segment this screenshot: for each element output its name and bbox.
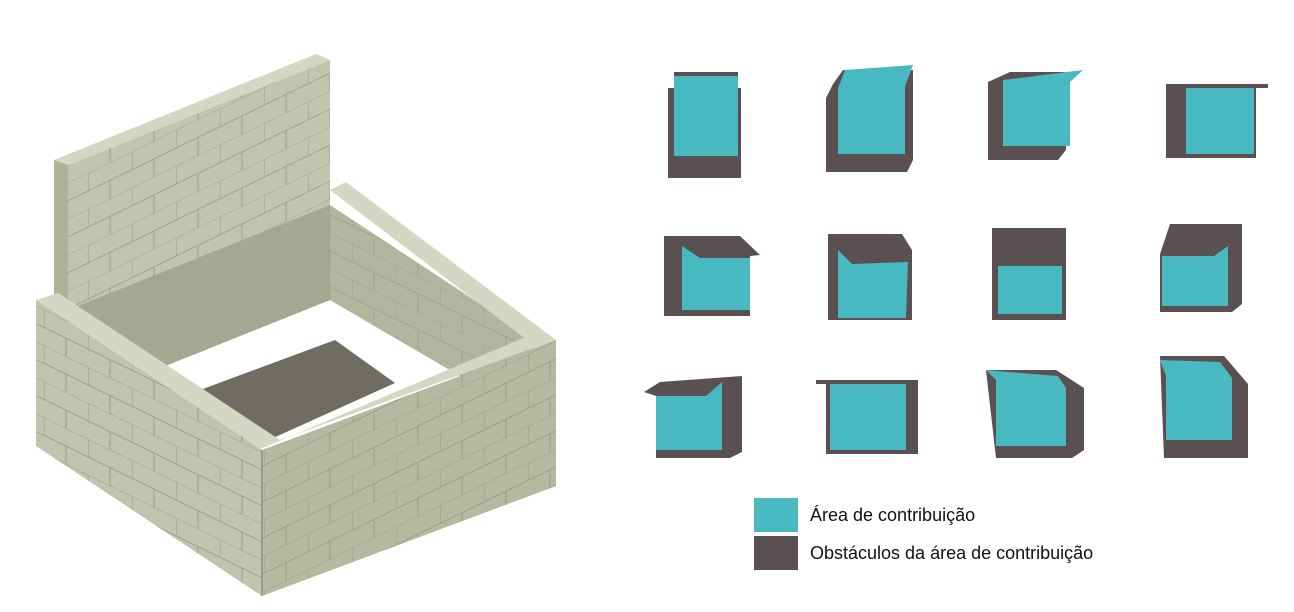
view-7 <box>992 228 1066 320</box>
enclosure-floor <box>200 340 395 443</box>
wall-top-right <box>258 333 556 450</box>
view-11 <box>986 370 1084 458</box>
back-wall-top <box>54 54 330 165</box>
wall-top-back-right <box>330 182 556 346</box>
front-right-face-bricks <box>262 340 556 596</box>
view-2 <box>826 65 913 172</box>
view-1 <box>668 72 741 178</box>
view-8 <box>1160 224 1242 312</box>
front-left-face-bricks <box>36 300 262 596</box>
obstacles-swatch <box>754 536 798 570</box>
view-4 <box>1166 84 1268 158</box>
legend-item-contribution-area: Área de contribuição <box>754 498 975 532</box>
front-walls <box>36 182 556 596</box>
view-6 <box>828 234 912 320</box>
view-9 <box>644 376 742 458</box>
block-enclosure-illustration <box>36 54 556 596</box>
view-10 <box>816 380 918 454</box>
inner-right-wall-bricks <box>330 205 535 420</box>
contribution-area-label: Área de contribuição <box>810 504 976 525</box>
obstacles-label: Obstáculos da área de contribuição <box>810 542 1094 563</box>
legend-item-obstacles: Obstáculos da área de contribuição <box>754 536 1093 570</box>
view-5 <box>664 236 760 316</box>
contribution-area-swatch <box>754 498 798 532</box>
view-3 <box>988 70 1083 160</box>
wall-top-left <box>36 293 280 450</box>
view-12 <box>1160 356 1248 458</box>
contribution-views-grid <box>644 65 1268 458</box>
